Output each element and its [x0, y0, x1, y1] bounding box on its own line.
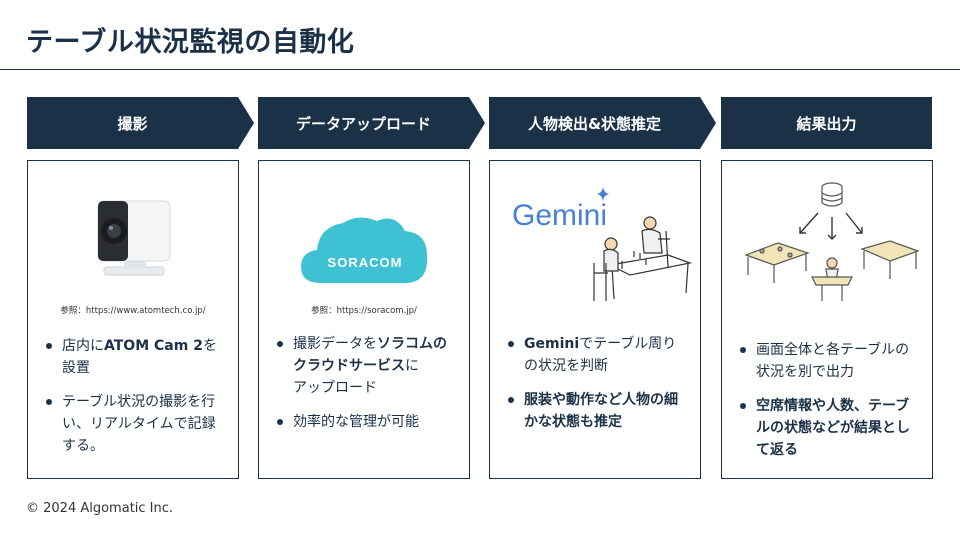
list-item: 店内にATOM Cam 2を設置	[44, 335, 228, 379]
soracom-logo: SORACOM	[301, 217, 428, 283]
bullet-list: 画面全体と各テーブルの状況を別で出力 空席情報や人数、テーブルの状態などが結果と…	[738, 339, 922, 473]
chevron-shape	[27, 97, 254, 149]
list-item: 画面全体と各テーブルの状況を別で出力	[738, 339, 922, 383]
database-icon	[821, 182, 843, 207]
card-capture: 参照：https://www.atomtech.co.jp/ 店内にATOM C…	[27, 160, 239, 479]
image-credit: 参照：https://www.atomtech.co.jp/	[60, 306, 206, 316]
title-divider	[0, 69, 960, 70]
step-header-upload: データアップロード	[258, 97, 485, 149]
list-item: 撮影データをソラコムのクラウドサービスにアップロード	[275, 333, 459, 399]
sparkle-icon	[597, 187, 609, 201]
gemini-illustration: Gemini	[512, 187, 693, 301]
list-item: Geminiでテーブル周りの状況を判断	[506, 333, 690, 377]
card-detection: Gemini Geminiでテーブル周りの状況を判断 服装や動作など人物の細かな…	[489, 160, 701, 479]
chevron-shape	[489, 97, 716, 149]
output-illustration	[744, 182, 920, 301]
arrow-icons	[799, 212, 863, 240]
image-credit: 参照：https://soracom.jp/	[311, 306, 417, 316]
gemini-logo-text: Gemini	[512, 199, 607, 232]
list-item: 効率的な管理が可能	[275, 411, 459, 433]
list-item: 空席情報や人数、テーブルの状態などが結果として返る	[738, 395, 922, 461]
table-right-icon	[860, 240, 920, 279]
card-upload: SORACOM 参照：https://soracom.jp/ 撮影データをソラコ…	[258, 160, 470, 479]
step-label: データアップロード	[295, 114, 431, 133]
step-header-detection: 人物検出&状態推定	[489, 97, 716, 149]
step-label: 撮影	[117, 114, 148, 133]
step-label: 人物検出&状態推定	[527, 114, 662, 133]
header-shape	[721, 97, 932, 149]
camera-icon	[97, 200, 171, 276]
card-output: 画面全体と各テーブルの状況を別で出力 空席情報や人数、テーブルの状態などが結果と…	[721, 160, 933, 479]
step-label: 結果出力	[796, 114, 857, 133]
page-title: テーブル状況監視の自動化	[26, 27, 355, 58]
list-item: テーブル状況の撮影を行い、リアルタイムで記録する。	[44, 391, 228, 457]
chevron-shape	[258, 97, 485, 149]
dining-scene-icon	[593, 216, 693, 301]
soracom-logo-text: SORACOM	[328, 255, 403, 270]
bullet-list: 撮影データをソラコムのクラウドサービスにアップロード 効率的な管理が可能	[275, 333, 459, 445]
table-left-icon	[744, 242, 810, 283]
table-center-icon	[811, 257, 853, 301]
list-item: 服装や動作など人物の細かな状態も推定	[506, 389, 690, 433]
step-header-output: 結果出力	[721, 97, 932, 149]
step-header-capture: 撮影	[27, 97, 254, 149]
bullet-list: Geminiでテーブル周りの状況を判断 服装や動作など人物の細かな状態も推定	[506, 333, 690, 445]
bullet-list: 店内にATOM Cam 2を設置 テーブル状況の撮影を行い、リアルタイムで記録す…	[44, 335, 228, 469]
copyright-footer: © 2024 Algomatic Inc.	[26, 501, 174, 516]
